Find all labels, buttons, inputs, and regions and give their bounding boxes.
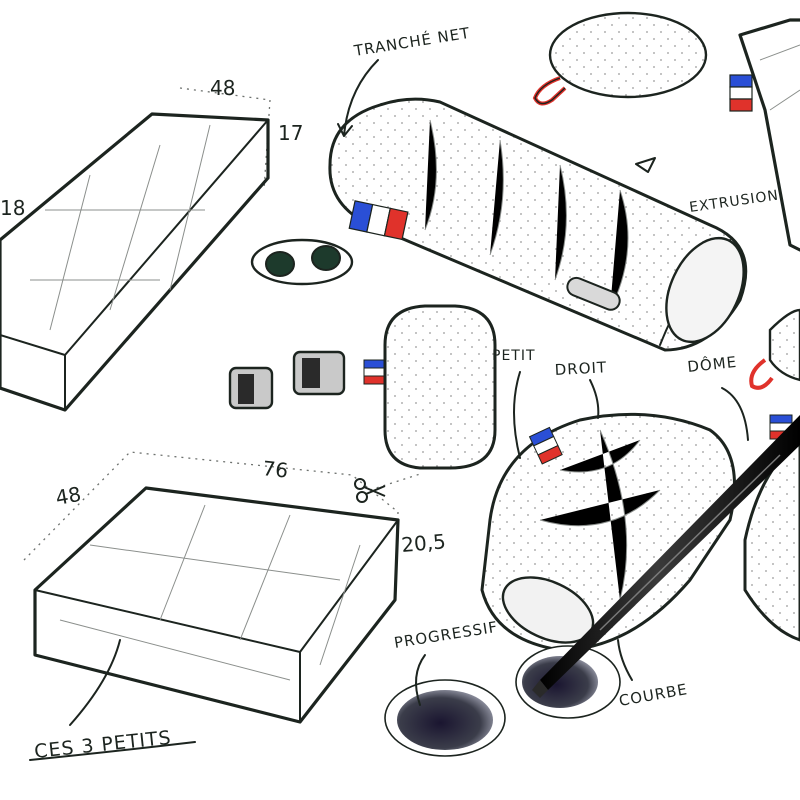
flag-tag-icon <box>363 359 385 385</box>
sketch-box-top-left <box>0 87 271 412</box>
sketch-box-bottom-left <box>23 451 400 726</box>
dim-box1-width: 18 <box>0 196 25 220</box>
sketch-box-top-right <box>729 18 800 252</box>
label-droit: DROIT <box>554 358 607 379</box>
label-dome: DÔME <box>686 352 737 376</box>
dim-box1-length: 48 <box>210 76 235 100</box>
flag-tag-icon <box>729 74 753 112</box>
sketch-dome-right <box>743 308 800 642</box>
sketch-small-cubes <box>228 350 346 410</box>
label-petit: PETIT <box>492 348 536 364</box>
sketch-pen <box>532 415 800 698</box>
dim-box2-length: 76 <box>261 456 289 483</box>
label-tranche-net: TRANCHÉ NET <box>352 23 472 60</box>
label-extrusion: EXTRUSION <box>688 188 780 216</box>
sketch-cylinder-extrusion <box>328 97 748 352</box>
sketch-puffy-droit <box>480 412 736 652</box>
dim-box2-depth: 48 <box>54 482 83 510</box>
flag-tag-icon <box>528 426 563 465</box>
label-ces-3-petits: CES 3 PETITS <box>33 727 172 763</box>
sketch-rounded-petit <box>363 304 497 470</box>
annotation-leaders <box>337 59 749 706</box>
sketch-holes <box>384 645 621 757</box>
sketch-two-hole-piece <box>250 238 354 286</box>
scissors-icon <box>354 478 386 503</box>
dim-box2-height: 20,5 <box>400 529 446 557</box>
dim-box1-height: 17 <box>278 121 303 145</box>
sketch-oval-top <box>532 11 708 106</box>
caption-underline <box>29 741 196 761</box>
label-courbe: COURBE <box>618 680 690 710</box>
label-progressif: PROGRESSIF <box>393 618 499 652</box>
flag-tag-icon <box>348 200 409 241</box>
